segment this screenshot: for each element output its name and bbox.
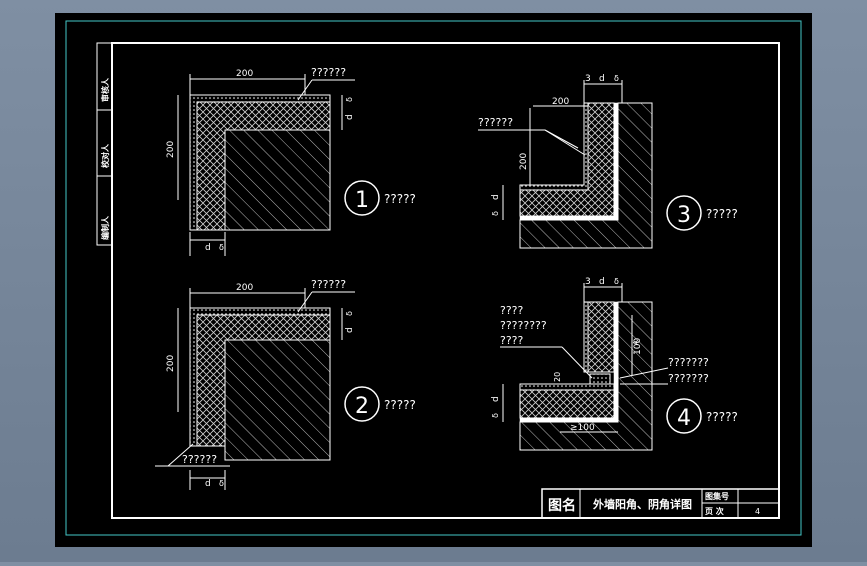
sidebar-label-reviewer: 审核人 [100,77,110,102]
signature-strip: 审核人 校对人 编制人 [96,42,113,246]
dim-d: d [345,327,355,333]
dim-d: d [599,277,605,287]
mesh-layer [519,301,619,423]
detail-number-circle [344,180,380,216]
detail-2[interactable]: 200 200 δ d d δ ?????? ?????? 2 ????? [155,278,416,490]
drawing-sheet [55,13,812,547]
detail-4[interactable]: 3 d δ 100 A 20 d δ ≥100 ???? ???????? ??… [491,277,738,451]
callout-label: ?????? [311,66,346,79]
outer-frame [65,20,802,536]
detail-1[interactable]: 200 200 δ d d δ ?????? 1 ????? [166,66,416,256]
detail-number: 4 [677,406,691,431]
detail-number-circle [666,398,702,434]
inner-frame [111,42,780,519]
plaster-layer [583,301,589,373]
detail-number: 2 [355,394,369,419]
note-left-2: ???????? [500,319,547,332]
dim-ge100: ≥100 [570,423,595,433]
insulation-layer-lower [519,389,615,419]
dim-200-top: 200 [552,97,569,107]
dim-20: 20 [553,372,562,382]
drawing-no-label: 图集号 [705,491,729,501]
insulation-layer-upper [587,301,615,373]
detail-caption: ????? [384,398,416,412]
dim-200-side: 200 [519,153,529,170]
dim-d-side: d [491,396,501,402]
note-right-1: ??????? [668,356,709,369]
mesh-layer [519,102,619,221]
joint-filler [589,373,611,385]
dim-delta-bottom: δ [219,479,224,488]
dim-d-side: d [491,194,501,200]
detail-caption: ????? [706,207,738,221]
callout-label-bottom: ?????? [182,453,217,466]
sidebar-label-author: 编制人 [100,215,110,240]
callout-label: ?????? [478,116,513,129]
callout-label-top: ?????? [311,278,346,291]
dim-d-bottom: d [205,243,211,253]
page-label: 页 次 [705,506,724,516]
title-block-label: 图名 [548,497,576,514]
dim-delta-side: δ [491,211,500,216]
dim-delta-side: δ [491,413,500,418]
dim-200-side: 200 [166,355,176,372]
detail-caption: ????? [706,410,738,424]
dim-delta: δ [345,311,354,316]
dim-200-side: 200 [166,141,176,158]
dim-delta: δ [614,277,619,286]
sidebar-label-checker: 校对人 [100,143,110,168]
note-left-1: ???? [500,304,524,317]
detail-number-circle [344,386,380,422]
title-block: 图名 外墙阳角、阴角详图 图集号 页 次 4 [541,488,780,519]
dim-200-top: 200 [236,69,253,79]
wall-structure [224,129,331,231]
dim-delta: δ [614,74,619,83]
dim-delta: δ [345,97,354,102]
wall-structure [224,339,331,461]
plaster-layer [519,102,589,191]
detail-number: 3 [677,203,691,228]
dim-delta-bottom: δ [219,243,224,252]
note-right-2: ??????? [668,372,709,385]
dim-200-top: 200 [236,283,253,293]
dim-d-bottom: d [205,479,211,489]
detail-caption: ????? [384,192,416,206]
dim-d: d [345,114,355,120]
dim-a: A [632,340,640,345]
note-left-3: ???? [500,334,524,347]
dim-100: 100 [633,338,643,355]
dim-3: 3 [585,74,591,84]
detail-number: 1 [355,188,369,213]
page-value: 4 [755,507,760,516]
detail-3[interactable]: 3 d δ 200 200 d δ ?????? 3 ????? [478,74,738,249]
detail-number-circle [666,195,702,231]
drawing-title: 外墙阳角、阴角详图 [592,497,692,511]
dim-3: 3 [585,277,591,287]
dim-d: d [599,74,605,84]
